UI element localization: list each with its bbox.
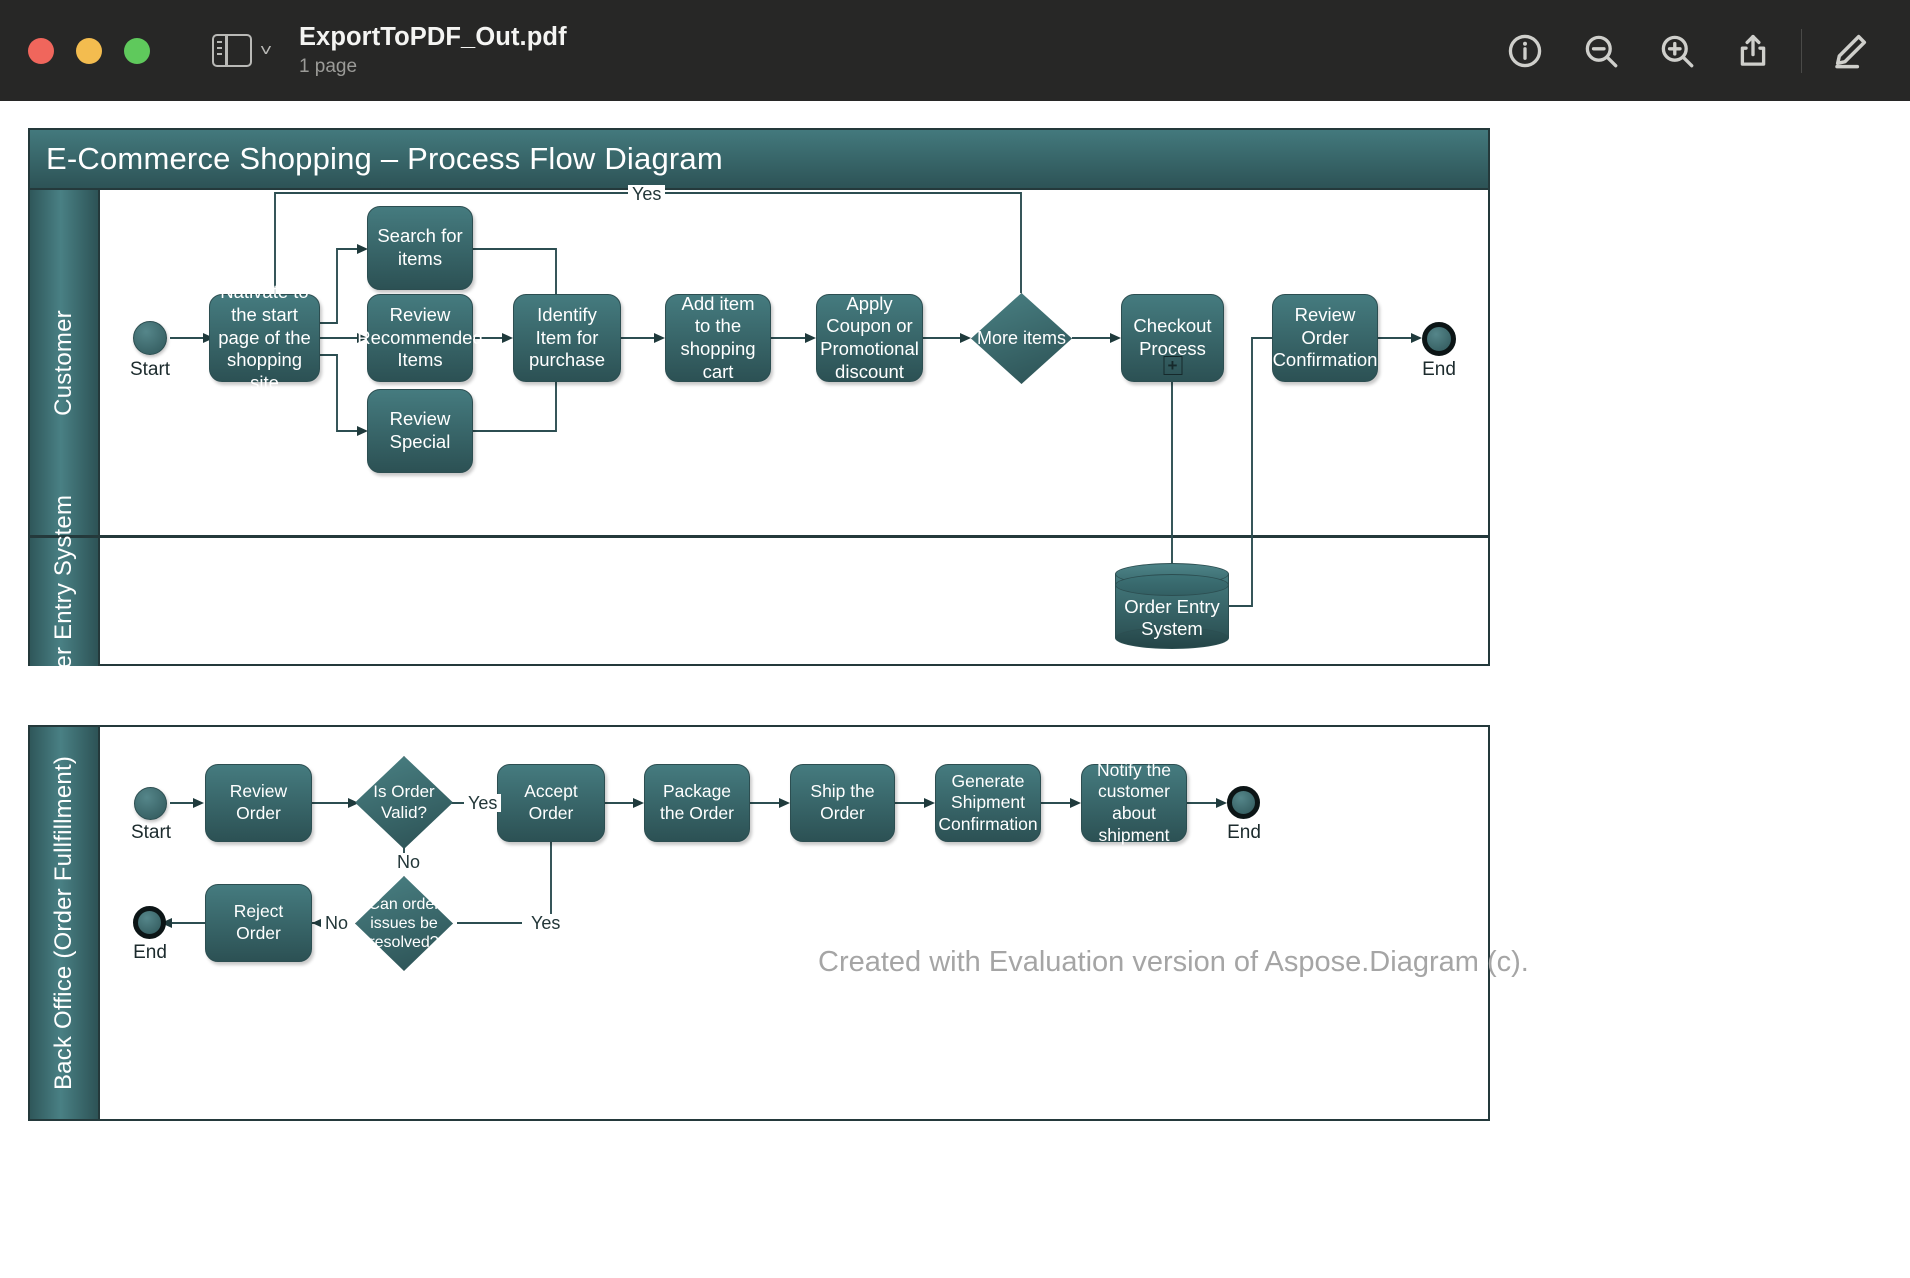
pool-title: E-Commerce Shopping – Process Flow Diagr… [30,130,1488,190]
lane-header-order-entry-system: Order Entry System [30,495,100,709]
end-label-customer: End [1422,359,1456,380]
toolbar [1487,13,1910,89]
lane-header-customer: Customer [30,190,100,535]
lane-body-order-entry-system [100,538,1488,666]
close-button[interactable] [28,37,54,64]
end-event-back-office-reject [133,906,166,939]
task-review-order[interactable]: Review Order [205,764,312,842]
gateway-can-resolve[interactable]: Can order issues be resolved? [355,876,453,971]
info-button[interactable] [1487,13,1563,89]
edge-label-resolve-no: No [321,914,353,932]
expand-plus-icon[interactable]: + [1163,356,1182,375]
zoom-in-button[interactable] [1639,13,1715,89]
edge-label-more-items-yes: Yes [628,185,666,203]
zoom-in-icon [1661,35,1694,67]
toolbar-divider [1801,28,1802,73]
gateway-is-order-valid[interactable]: Is Order Valid? [355,756,453,849]
pool-ecommerce: E-Commerce Shopping – Process Flow Diagr… [28,128,1490,709]
zoom-button[interactable] [124,37,150,64]
zoom-out-icon [1585,35,1618,67]
end-label-back-office-success: End [1227,822,1261,843]
start-event-customer [133,321,167,355]
datastore-order-entry-system[interactable]: Order Entry System [1115,563,1229,649]
end-label-back-office-reject: End [133,942,167,963]
task-package-order[interactable]: Package the Order [644,764,750,842]
edge-label-valid-no: No [393,853,425,871]
lane-order-entry-system: Order Entry System [30,495,1488,709]
info-icon [1508,34,1542,67]
gateway-label-can-resolve: Can order issues be resolved? [368,895,440,952]
start-event-back-office [134,787,167,820]
task-review-order-confirmation[interactable]: Review Order Confirmation [1272,294,1378,382]
evaluation-watermark: Created with Evaluation version of Aspos… [818,946,1529,978]
task-reject-order[interactable]: Reject Order [205,884,312,962]
end-event-customer [1422,322,1456,356]
page-title: ExportToPDF_Out.pdf [298,23,567,51]
task-review-recommended-items[interactable]: Review Recommended Items [357,294,483,382]
share-icon [1740,34,1766,66]
task-review-special[interactable]: Review Special [367,389,473,473]
edge-label-valid-yes: Yes [464,794,502,812]
page-count: 1 page [298,56,358,77]
subprocess-checkout[interactable]: Checkout Process + [1121,294,1224,382]
lane-label-order-entry-system: Order Entry System [50,494,78,710]
minimize-button[interactable] [76,37,102,64]
chevron-down-icon[interactable]: ˅ [259,41,273,60]
share-button[interactable] [1715,13,1791,89]
document-title-block: ExportToPDF_Out.pdf 1 page [299,23,567,78]
sidebar-icon[interactable] [212,34,252,67]
sidebar-toggle-control[interactable]: ˅ [212,34,273,67]
traffic-light-buttons [28,37,150,64]
gateway-label-more-items: More items [976,327,1066,348]
datastore-label: Order Entry System [1124,595,1220,640]
markup-pen-icon [1835,34,1867,68]
gateway-label-is-order-valid: Is Order Valid? [373,782,435,822]
datastore-bottom-ellipse [1115,627,1229,649]
datastore-ring [1115,574,1229,596]
task-ship-order[interactable]: Ship the Order [790,764,895,842]
task-add-item-to-cart[interactable]: Add item to the shopping cart [665,293,771,382]
end-event-back-office-success [1227,786,1260,819]
task-notify-customer[interactable]: Notify the customer about shipment [1081,760,1187,845]
task-search-for-items[interactable]: Search for items [367,206,473,290]
lane-header-back-office: Back Office (Order Fullfillment) [30,727,100,1119]
edge-label-resolve-yes: Yes [527,914,565,932]
task-generate-shipment-confirmation[interactable]: Generate Shipment Confirmation [935,764,1041,842]
markup-button[interactable] [1812,13,1888,89]
lane-label-back-office: Back Office (Order Fullfillment) [50,755,78,1091]
task-identify-item[interactable]: Identify Item for purchase [513,294,621,382]
zoom-out-button[interactable] [1563,13,1639,89]
lane-back-office: Back Office (Order Fullfillment) [30,727,1488,1119]
task-accept-order[interactable]: Accept Order [497,764,605,842]
task-navigate-start-page[interactable]: Nativate to the start page of the shoppi… [209,281,320,393]
lane-label-customer: Customer [50,309,78,416]
subprocess-checkout-label: Checkout Process [1133,315,1212,359]
gateway-more-items[interactable]: More items [971,293,1072,384]
start-label-back-office: Start [130,822,172,843]
lane-divider [30,535,1488,538]
start-label-customer: Start [129,359,171,380]
lane-customer: Customer [30,190,1488,535]
pdf-page: E-Commerce Shopping – Process Flow Diagr… [0,101,1910,1278]
window-titlebar: ˅ ExportToPDF_Out.pdf 1 page [0,0,1910,101]
task-apply-coupon[interactable]: Apply Coupon or Promotional discount [816,293,923,382]
